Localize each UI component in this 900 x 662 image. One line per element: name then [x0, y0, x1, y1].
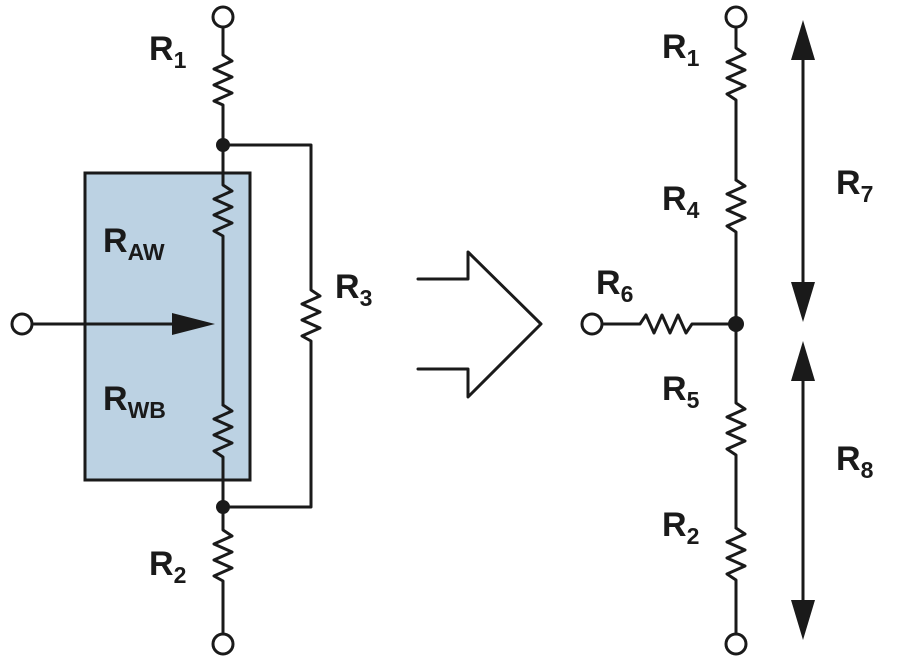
label-left-r1: R1 [149, 30, 187, 73]
r7-arrow-up-icon [791, 20, 815, 60]
label-left-r3: R3 [335, 268, 372, 311]
r7-arrow-down-icon [791, 282, 815, 322]
left-bottom-terminal [211, 632, 235, 656]
left-top-terminal [211, 5, 235, 29]
label-right-r5: R5 [662, 370, 700, 413]
right-r6-resistor [600, 313, 738, 335]
left-wiper-terminal [10, 312, 34, 336]
left-circuit: R1 RAW RWB R3 R2 [10, 5, 372, 656]
right-bottom-terminal [724, 632, 748, 656]
label-left-rwb: RWB [103, 380, 166, 423]
right-r2-resistor [725, 526, 747, 636]
left-raw-resistor [212, 143, 234, 407]
label-right-r8: R8 [836, 440, 874, 483]
left-r2-resistor [212, 505, 234, 636]
label-right-r2: R2 [662, 506, 699, 549]
label-left-raw: RAW [103, 222, 165, 265]
transform-arrow-icon [416, 250, 543, 399]
wiper-arrow-icon [172, 313, 215, 335]
left-r1-resistor [212, 46, 234, 147]
right-r1-resistor [725, 25, 747, 182]
r8-arrow-down-icon [791, 600, 815, 640]
label-right-r7: R7 [836, 164, 873, 207]
right-top-terminal [724, 5, 748, 29]
right-wiper-terminal [580, 312, 604, 336]
right-r4-resistor [725, 178, 747, 326]
label-right-r1: R1 [662, 28, 700, 71]
left-r3-branch [221, 143, 322, 509]
label-right-r6: R6 [596, 264, 633, 307]
right-circuit: R1 R4 R6 R5 R2 R7 R8 [580, 5, 874, 656]
left-rwb-resistor [212, 403, 234, 509]
label-right-r4: R4 [662, 180, 700, 223]
label-left-r2: R2 [149, 545, 186, 588]
r8-arrow-up-icon [791, 341, 815, 381]
right-r5-resistor [725, 322, 747, 530]
